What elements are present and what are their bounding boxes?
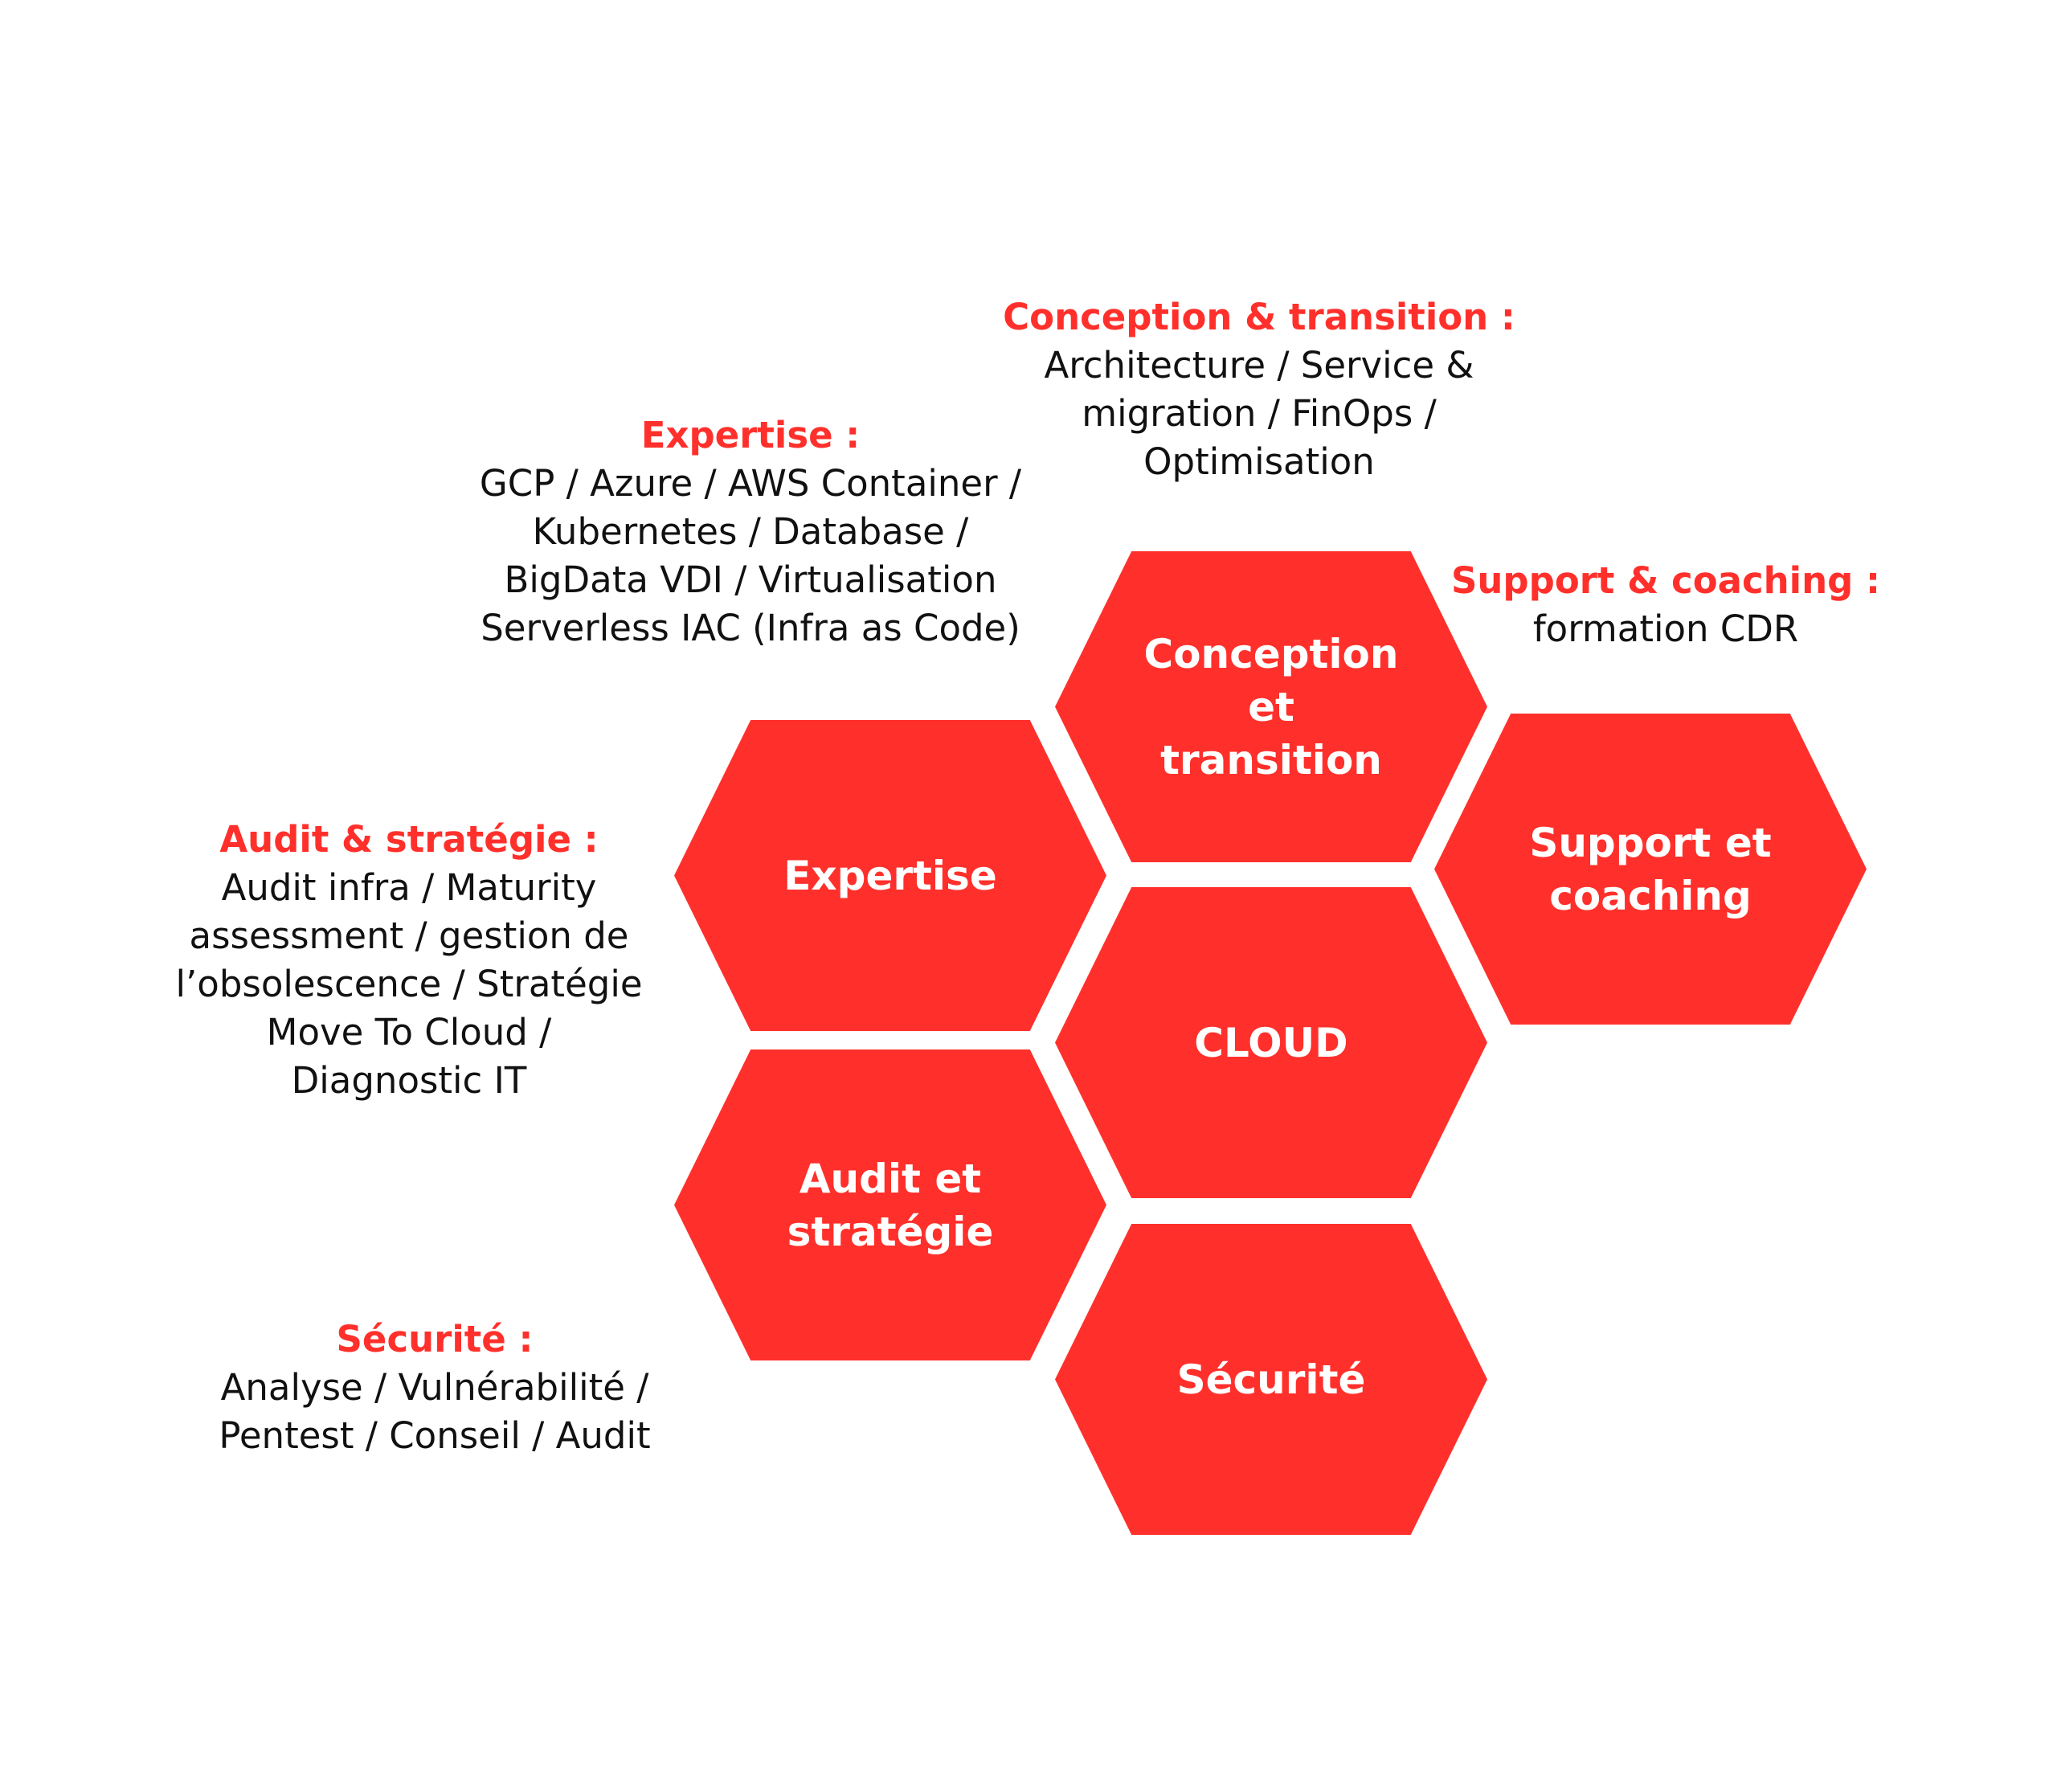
- description-line: BigData VDI / Virtualisation: [504, 558, 997, 601]
- hexagon-cloud: CLOUD: [1055, 887, 1487, 1198]
- description-line: assessment / gestion de: [189, 914, 629, 957]
- hexagon-label: CLOUD: [1194, 1019, 1348, 1066]
- description-line: Audit infra / Maturity: [221, 866, 597, 909]
- description-line: Diagnostic IT: [291, 1059, 527, 1102]
- hexagon-label: stratégie: [787, 1208, 994, 1255]
- hexagon-label: Sécurité: [1176, 1356, 1366, 1403]
- description-line: Move To Cloud /: [266, 1011, 552, 1054]
- hexagon-label: Audit et: [799, 1155, 982, 1202]
- description-heading: Expertise :: [640, 414, 861, 456]
- description-line: Pentest / Conseil / Audit: [219, 1414, 651, 1457]
- description-line: Optimisation: [1143, 440, 1375, 483]
- description-heading: Support & coaching :: [1450, 559, 1881, 602]
- description-line: Analyse / Vulnérabilité /: [220, 1366, 649, 1409]
- description-line: Architecture / Service &: [1044, 344, 1474, 387]
- hexagon-support: Support et coaching: [1434, 714, 1867, 1025]
- description-line: Kubernetes / Database /: [532, 510, 969, 553]
- description-audit: Audit & stratégie : Audit infra / Maturi…: [47, 816, 771, 1105]
- hexagon-label: Expertise: [783, 852, 997, 899]
- description-securite: Sécurité : Analyse / Vulnérabilité / Pen…: [73, 1315, 796, 1460]
- hexagon-securite: Sécurité: [1055, 1224, 1487, 1535]
- hexagon-conception: Conception et transition: [1055, 551, 1487, 862]
- hexagon-expertise: Expertise: [674, 720, 1106, 1031]
- description-line: GCP / Azure / AWS Container /: [479, 462, 1022, 505]
- hexagon-label: coaching: [1549, 872, 1752, 919]
- description-conception: Conception & transition : Architecture /…: [898, 293, 1621, 486]
- description-support: Support & coaching : formation CDR: [1304, 557, 2027, 653]
- description-expertise: Expertise : GCP / Azure / AWS Container …: [389, 411, 1112, 653]
- description-line: formation CDR: [1532, 608, 1799, 650]
- hexagon-audit: Audit et stratégie: [674, 1049, 1106, 1360]
- description-heading: Sécurité :: [336, 1318, 534, 1360]
- hexagon-label: transition: [1160, 736, 1382, 783]
- description-line: l’obsolescence / Stratégie: [175, 963, 643, 1005]
- hexagon-label: Support et: [1529, 819, 1772, 866]
- description-heading: Audit & stratégie :: [219, 818, 599, 861]
- hexagon-label: et: [1248, 683, 1294, 730]
- description-heading: Conception & transition :: [1003, 296, 1515, 338]
- hexagon-label: Conception: [1143, 630, 1399, 677]
- description-line: migration / FinOps /: [1082, 392, 1437, 435]
- description-line: Serverless IAC (Infra as Code): [481, 607, 1020, 649]
